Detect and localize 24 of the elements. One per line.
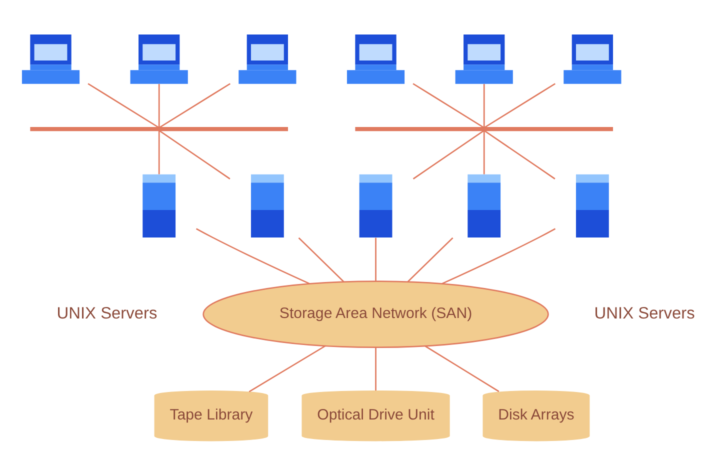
node-bar	[30, 126, 288, 131]
connector	[196, 228, 310, 284]
label: UNIX Servers	[594, 304, 695, 322]
connector	[407, 236, 454, 282]
node-ellipse: Storage Area Network (SAN)	[202, 280, 549, 348]
connector	[442, 228, 556, 284]
label: UNIX Servers	[56, 304, 158, 322]
connector	[298, 236, 344, 282]
connector	[484, 129, 556, 179]
connector	[375, 346, 376, 390]
node-bar	[355, 126, 614, 131]
connector	[424, 345, 500, 392]
connector	[248, 344, 326, 392]
connector	[158, 130, 160, 174]
connector	[375, 237, 376, 280]
connector	[158, 84, 160, 128]
connector	[412, 82, 484, 128]
connector	[158, 129, 230, 179]
connector	[483, 84, 485, 128]
connector	[412, 129, 484, 179]
connector	[484, 82, 556, 128]
connector	[483, 130, 485, 174]
connector	[88, 82, 160, 128]
connector	[158, 82, 230, 128]
